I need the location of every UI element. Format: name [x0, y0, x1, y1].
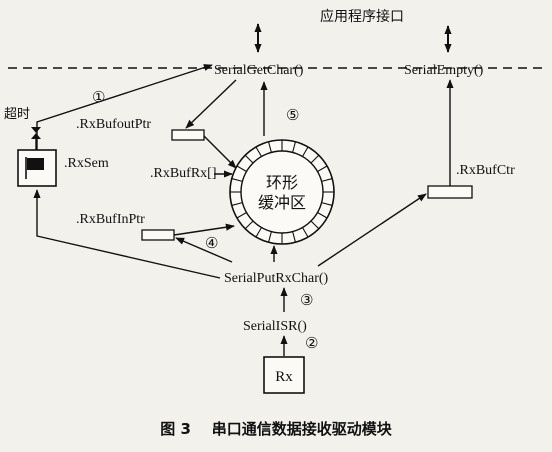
ring-segment-divider [236, 165, 247, 172]
step-5-marker: ⑤ [286, 106, 299, 124]
ring-segment-divider [317, 165, 328, 172]
ring-segment-divider [310, 154, 320, 164]
step-1-marker: ① [92, 88, 105, 106]
ring-segment-divider [321, 202, 333, 206]
rx-buf-in-ptr-label: .RxBufInPtr [76, 212, 145, 227]
serial-get-char-label: SerialGetChar() [214, 63, 304, 78]
ring-buffer: 环形 缓冲区 [229, 139, 335, 245]
api-layer-label: 应用程序接口 [320, 8, 404, 25]
putrx-to-inptr-arrow [175, 237, 233, 263]
ring-segment-divider [292, 141, 296, 153]
serial-isr-label: SerialISR() [243, 319, 307, 334]
ring-segment-divider [268, 231, 272, 243]
rx-buf-out-ptr-label: .RxBufoutPtr [76, 117, 151, 132]
hourglass-icon [31, 127, 41, 139]
sem-to-getchar-arrow [36, 64, 213, 150]
ring-buffer-label-line2: 缓冲区 [258, 193, 306, 212]
ring-segment-divider [310, 220, 320, 230]
ring-buffer-label-line1: 环形 [266, 173, 298, 192]
ring-segment-divider [244, 154, 254, 164]
ring-segment-divider [321, 178, 333, 182]
ring-segment-divider [255, 146, 262, 157]
rx-buf-ctr-label: .RxBufCtr [456, 163, 515, 178]
rx-buf-in-ptr-box [141, 229, 175, 241]
ring-segment-divider [268, 141, 272, 153]
ring-segment-divider [236, 212, 247, 219]
rx-hardware-box [263, 356, 305, 394]
getchar-to-outptr-arrow [185, 79, 237, 129]
ring-segment-divider [302, 146, 309, 157]
rx-buf-out-ptr-box [171, 129, 205, 141]
step-2-marker: ② [305, 334, 318, 352]
ring-segment-divider [231, 202, 243, 206]
timeout-label: 超时 [4, 107, 30, 122]
outptr-to-ring-arrow [203, 135, 237, 169]
ring-segment-divider [244, 220, 254, 230]
serial-put-rx-char-label: SerialPutRxChar() [224, 271, 329, 286]
putrx-to-ctr-arrow [317, 193, 427, 267]
step-4-marker: ④ [205, 234, 218, 252]
ring-segment-divider [231, 178, 243, 182]
step-3-marker: ③ [300, 291, 313, 309]
putrx-to-sem-arrow [33, 189, 221, 279]
flag-icon [25, 157, 44, 179]
rx-sem-label: .RxSem [64, 156, 109, 171]
ring-segment-divider [292, 231, 296, 243]
rx-hardware-label: Rx [275, 369, 293, 385]
rx-buf-rx-label: .RxBufRx[] [150, 166, 217, 181]
ring-segment-divider [255, 227, 262, 238]
ring-segment-divider [302, 227, 309, 238]
figure-caption: 图 3 串口通信数据接收驱动模块 [160, 420, 393, 438]
serial-empty-label: SerialEmpty() [404, 63, 484, 78]
ring-segment-divider [317, 212, 328, 219]
rx-buf-ctr-box [427, 185, 473, 199]
inptr-to-ring-arrow [173, 223, 235, 236]
